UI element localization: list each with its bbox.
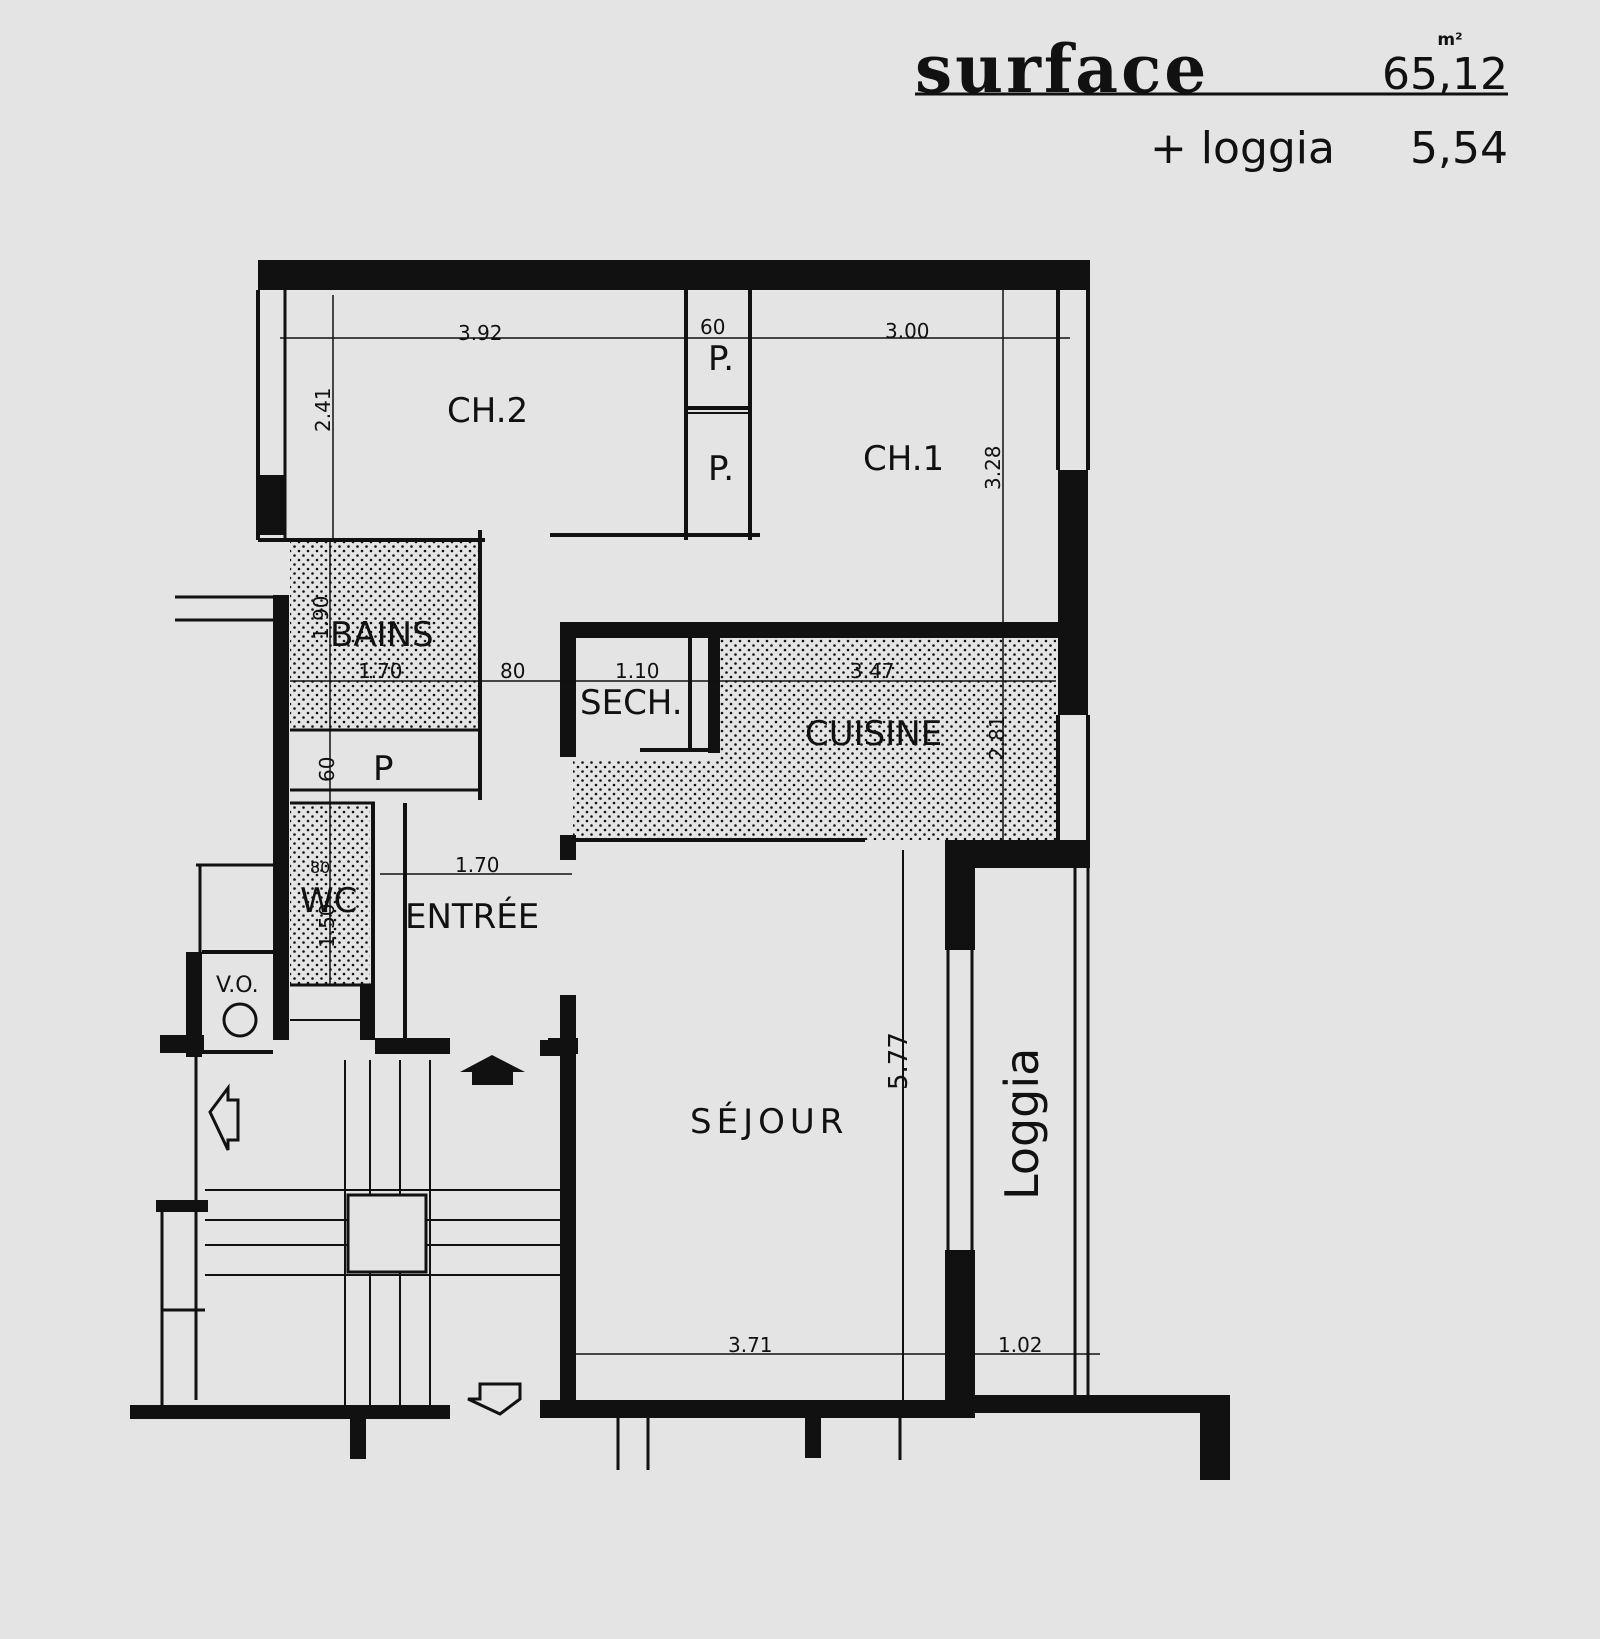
dim-closet-width: 60 bbox=[700, 315, 725, 339]
room-label-ch2: CH.2 bbox=[447, 391, 528, 431]
room-label-loggia: Loggia bbox=[995, 1048, 1049, 1200]
room-label-sech: SECH. bbox=[580, 683, 683, 723]
surface-header: surface 65,12 m² + loggia 5,54 bbox=[915, 30, 1508, 174]
dim-sejour-depth: 5.77 bbox=[884, 1032, 914, 1090]
dim-closet-hall: 60 bbox=[315, 757, 339, 782]
dimension-lines bbox=[280, 290, 1100, 1400]
dim-ch2-depth: 2.41 bbox=[311, 387, 335, 432]
room-label-bains: BAINS bbox=[330, 615, 434, 655]
dim-entree-width: 1.70 bbox=[455, 853, 500, 877]
dim-sech-width: 1.10 bbox=[615, 659, 660, 683]
room-label-sejour: SÉJOUR bbox=[690, 1101, 848, 1142]
dim-bains-width: 1.70 bbox=[358, 659, 403, 683]
room-label-wc: WC bbox=[300, 881, 357, 921]
entrance-arrows bbox=[208, 1055, 525, 1416]
walls bbox=[130, 260, 1230, 1480]
arrow-up-icon bbox=[460, 1055, 525, 1085]
arrow-down-icon bbox=[467, 1382, 522, 1416]
room-label-closet-hall: P bbox=[373, 749, 394, 789]
dim-ch2-width: 3.92 bbox=[458, 321, 503, 345]
room-label-ch1: CH.1 bbox=[863, 439, 944, 479]
dim-wc-width: 80 bbox=[310, 858, 330, 877]
dim-wc-depth: 1.50 bbox=[315, 903, 339, 948]
surface-value: 65,12 bbox=[1382, 49, 1508, 100]
room-label-closet-2: P. bbox=[708, 449, 734, 489]
dim-bains-depth: 1.90 bbox=[309, 595, 333, 640]
dim-loggia-width: 1.02 bbox=[998, 1333, 1043, 1357]
dim-ch1-width: 3.00 bbox=[885, 319, 930, 343]
room-label-vo: V.O. bbox=[216, 973, 259, 998]
surface-label: surface bbox=[915, 30, 1209, 108]
dimension-labels: 3.92 60 3.00 2.41 3.28 1.90 1.70 80 1.10… bbox=[309, 315, 1043, 1357]
room-label-closet-1: P. bbox=[708, 339, 734, 379]
cuisine-tiles-lower bbox=[573, 760, 1056, 840]
dim-hall-gap: 80 bbox=[500, 659, 525, 683]
loggia-label: + loggia bbox=[1150, 123, 1335, 174]
vo-duct-icon bbox=[222, 1002, 258, 1038]
loggia-value: 5,54 bbox=[1410, 123, 1508, 174]
room-labels: CH.2 CH.1 P. P. BAINS SECH. CUISINE P WC… bbox=[216, 339, 1049, 1200]
room-label-cuisine: CUISINE bbox=[805, 714, 942, 754]
bains-tiles bbox=[290, 540, 480, 730]
room-label-entree: ENTRÉE bbox=[405, 896, 539, 937]
dim-cuisine-width: 3.47 bbox=[850, 659, 895, 683]
dim-ch1-depth: 3.28 bbox=[981, 445, 1005, 490]
cuisine-tiles-upper bbox=[720, 636, 1056, 760]
arrow-left-icon bbox=[208, 1083, 240, 1151]
dim-cuisine-depth: 2.81 bbox=[985, 715, 1009, 760]
dim-sejour-width: 3.71 bbox=[728, 1333, 773, 1357]
surface-unit: m² bbox=[1437, 30, 1462, 50]
